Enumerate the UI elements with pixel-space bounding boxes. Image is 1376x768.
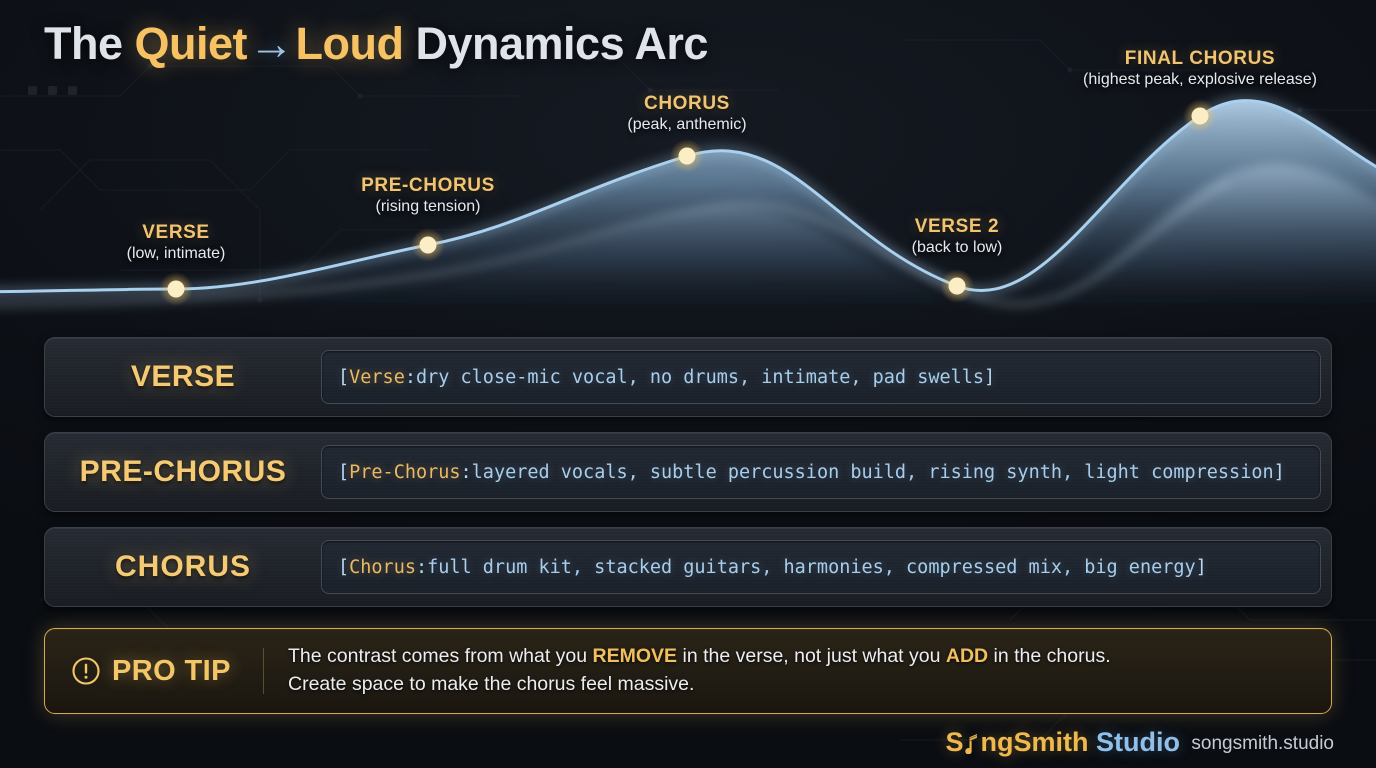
tip-text-b: in the verse, not just what you xyxy=(677,645,946,668)
arc-label-chorus-title: CHORUS xyxy=(644,93,730,114)
marker-verse[interactable] xyxy=(159,272,193,306)
brand-song-s: S xyxy=(945,727,964,757)
arc-label-final-chorus: FINAL CHORUS (highest peak, explosive re… xyxy=(1083,48,1317,90)
arc-label-verse-2-title: VERSE 2 xyxy=(914,216,1000,237)
prompt-colon: : xyxy=(415,556,428,578)
prompt-open-bracket: [ xyxy=(338,556,350,578)
tip-emphasis-remove: REMOVE xyxy=(592,645,678,668)
prompt-tag: Chorus xyxy=(349,556,416,578)
pro-tip-label: PRO TIP xyxy=(112,654,231,687)
pro-tip-text: The contrast comes from what you REMOVE … xyxy=(264,643,1111,698)
prompt-close-bracket: ] xyxy=(1195,556,1207,578)
arc-label-verse-2-subtitle: (back to low) xyxy=(911,238,1003,256)
tip-text-a: The contrast comes from what you xyxy=(288,645,593,668)
table-row[interactable]: VERSE [Verse: dry close-mic vocal, no dr… xyxy=(44,337,1332,417)
prompt-colon: : xyxy=(460,461,472,483)
brand-song-rest: ngSmith xyxy=(980,727,1089,757)
table-row[interactable]: PRE-CHORUS [Pre-Chorus: layered vocals, … xyxy=(44,432,1332,512)
tip-text-c: in the chorus. xyxy=(988,645,1111,668)
arc-label-verse-title: VERSE xyxy=(142,222,210,243)
arc-inner-highlight xyxy=(0,179,1232,308)
brand-studio: Studio xyxy=(1096,727,1180,757)
prompt-verse[interactable]: [Verse: dry close-mic vocal, no drums, i… xyxy=(321,350,1321,404)
arc-markers xyxy=(159,99,1217,306)
arrow-icon: → xyxy=(249,18,294,69)
page-title: The Quiet→Loud Dynamics Arc xyxy=(44,18,708,70)
prompt-close-bracket: ] xyxy=(1273,461,1285,483)
arc-label-verse-subtitle: (low, intimate) xyxy=(126,244,226,262)
pro-tip-line-2: Create space to make the chorus feel mas… xyxy=(288,673,695,695)
prompt-pre-chorus[interactable]: [Pre-Chorus: layered vocals, subtle perc… xyxy=(321,445,1321,499)
pro-tip-callout: PRO TIP The contrast comes from what you… xyxy=(44,628,1332,714)
title-part-2: Dynamics Arc xyxy=(403,18,708,69)
table-row[interactable]: CHORUS [Chorus: full drum kit, stacked g… xyxy=(44,527,1332,607)
marker-verse-2[interactable] xyxy=(940,269,974,303)
arc-label-chorus-subtitle: (peak, anthemic) xyxy=(627,115,747,133)
prompt-body: full drum kit, stacked guitars, harmonie… xyxy=(427,556,1196,578)
prompt-body: dry close-mic vocal, no drums, intimate,… xyxy=(415,366,985,388)
marker-pre-chorus[interactable] xyxy=(411,228,445,262)
arc-label-final-chorus-subtitle: (highest peak, explosive release) xyxy=(1083,70,1317,88)
section-prompt-list: VERSE [Verse: dry close-mic vocal, no dr… xyxy=(44,337,1332,622)
prompt-body: layered vocals, subtle percussion build,… xyxy=(471,461,1274,483)
arc-label-chorus: CHORUS (peak, anthemic) xyxy=(627,93,746,135)
arc-secondary-wisp xyxy=(0,163,1376,322)
arc-label-verse: VERSE (low, intimate) xyxy=(127,222,226,264)
prompt-open-bracket: [ xyxy=(338,366,350,388)
prompt-chorus[interactable]: [Chorus: full drum kit, stacked guitars,… xyxy=(321,540,1321,594)
row-label-chorus: CHORUS xyxy=(114,550,251,583)
prompt-close-bracket: ] xyxy=(984,366,996,388)
marker-final-chorus[interactable] xyxy=(1183,99,1217,133)
dynamics-arc-chart: VERSE (low, intimate) PRE-CHORUS (rising… xyxy=(0,48,1376,322)
title-part-1: The xyxy=(44,18,135,69)
prompt-tag: Pre-Chorus xyxy=(349,461,461,483)
arc-label-final-chorus-title: FINAL CHORUS xyxy=(1124,48,1276,69)
row-label-verse: VERSE xyxy=(130,360,236,393)
title-loud: Loud xyxy=(295,18,404,69)
pro-tip-divider xyxy=(263,648,264,694)
row-label-pre-chorus: PRE-CHORUS xyxy=(79,455,287,488)
exclamation-circle-icon xyxy=(71,656,101,686)
title-quiet: Quiet xyxy=(134,18,248,69)
prompt-tag: Verse xyxy=(349,366,405,388)
arc-label-pre-chorus-title: PRE-CHORUS xyxy=(361,175,495,196)
marker-chorus[interactable] xyxy=(670,139,704,173)
arc-label-pre-chorus-subtitle: (rising tension) xyxy=(375,197,481,215)
music-note-icon xyxy=(964,730,981,755)
pro-tip-badge: PRO TIP xyxy=(45,655,263,688)
tip-emphasis-add: ADD xyxy=(945,645,989,668)
pro-tip-line-1: The contrast comes from what you REMOVE … xyxy=(288,643,1111,671)
footer-domain: songsmith.studio xyxy=(1191,733,1334,754)
arc-label-pre-chorus: PRE-CHORUS (rising tension) xyxy=(361,175,495,217)
arc-label-verse-2: VERSE 2 (back to low) xyxy=(912,216,1003,258)
prompt-colon: : xyxy=(404,366,416,388)
prompt-open-bracket: [ xyxy=(338,461,350,483)
